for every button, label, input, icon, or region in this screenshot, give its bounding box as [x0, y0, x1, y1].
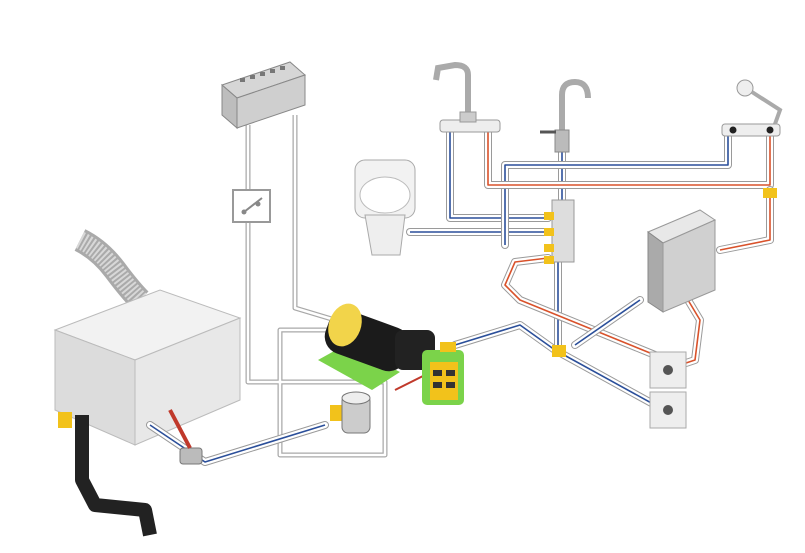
faucet-icon: [540, 78, 591, 153]
shower-icon: [721, 79, 783, 137]
pump-icon: [318, 303, 435, 421]
faucet-icon: [433, 61, 501, 133]
battery-icon: [221, 61, 306, 130]
water-heater-icon: [646, 209, 717, 313]
toilet-icon: [354, 159, 416, 256]
vent-hose-icon: [74, 229, 149, 309]
drain-pipe-icon: [58, 412, 157, 537]
electric-wires: [245, 115, 388, 458]
manifold-icon: [544, 199, 575, 357]
filter-icon: [341, 391, 371, 434]
outlet-plate-icon: [649, 351, 687, 429]
switch-icon: [232, 189, 271, 223]
pipe-distribution: [406, 126, 777, 374]
pressure-switch-icon: [422, 342, 464, 405]
valve-icon: [168, 409, 203, 465]
pipe-supply: [146, 258, 659, 466]
